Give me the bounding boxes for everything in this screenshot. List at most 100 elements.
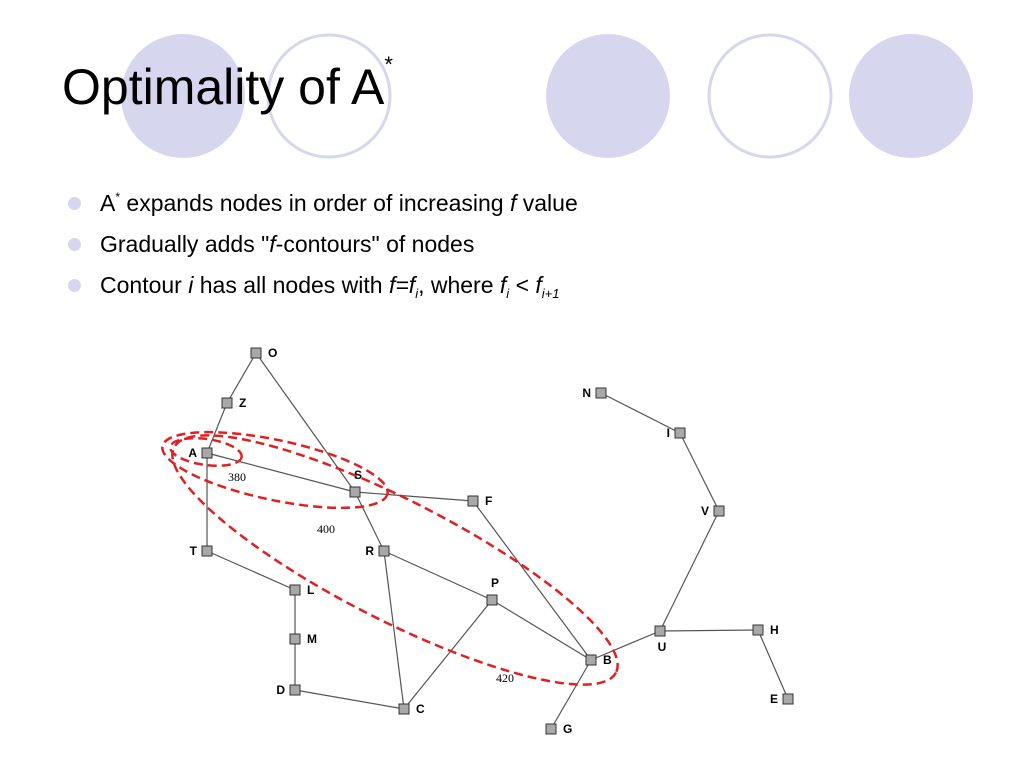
bullet-dot-icon — [68, 279, 81, 292]
node-label-M: M — [307, 632, 317, 646]
node-label-A: A — [188, 446, 197, 460]
node-label-Z: Z — [239, 396, 246, 410]
edge-Z-A — [206, 402, 228, 454]
node-label-E: E — [770, 692, 778, 706]
deco-circle-outline-2 — [707, 33, 833, 159]
node-label-D: D — [276, 683, 285, 697]
node-S — [349, 486, 361, 498]
node-label-T: T — [190, 544, 198, 558]
node-O — [250, 347, 262, 359]
bullet-2-f: f — [269, 231, 276, 257]
bullet-3-f1: f — [499, 272, 507, 298]
node-label-G: G — [563, 722, 572, 736]
title-superscript: * — [384, 52, 393, 77]
bullet-3-f-eq: f=f — [388, 272, 416, 298]
deco-circle-outline-1 — [266, 33, 392, 159]
node-label-U: U — [658, 640, 667, 654]
edge-U-V — [659, 510, 720, 632]
bullet-1-star: * — [115, 190, 121, 204]
node-label-O: O — [268, 346, 277, 360]
slide-title: Optimality of A* — [62, 54, 393, 115]
edge-P-B — [491, 599, 592, 661]
node-U — [654, 625, 666, 637]
bullet-3-text-b: has all nodes with — [193, 272, 389, 298]
bullet-3-sub-i: i — [415, 286, 419, 301]
edge-O-S — [255, 352, 356, 493]
edge-P-C — [403, 599, 493, 710]
edge-A-S — [206, 452, 356, 493]
edge-R-P — [383, 550, 493, 601]
node-B — [585, 654, 597, 666]
edge-O-Z — [226, 352, 257, 404]
bullet-item-2: Gradually adds "f-contours" of nodes — [68, 224, 578, 265]
node-label-F: F — [485, 494, 492, 508]
node-T — [201, 545, 213, 557]
node-C — [398, 703, 410, 715]
contour-cost-labels: 380 400 420 — [228, 470, 514, 685]
edge-I-N — [600, 392, 681, 434]
bullet-1-text-a: A — [100, 190, 116, 216]
node-label-I: I — [667, 426, 670, 440]
bullet-1-text-c: value — [516, 190, 578, 216]
node-I — [674, 427, 686, 439]
node-R — [378, 545, 390, 557]
f-contours — [161, 430, 619, 686]
node-N — [595, 387, 607, 399]
bullet-3-lt: < — [509, 272, 536, 298]
node-D — [289, 684, 301, 696]
bullet-2-text-a: Gradually adds " — [100, 231, 270, 257]
node-label-H: H — [770, 623, 779, 637]
title-text: Optimality of A — [62, 59, 385, 115]
bullet-item-3: Contour i has all nodes with f=fi, where… — [68, 265, 578, 306]
bullet-3-text-a: Contour — [100, 272, 189, 298]
edge-F-B — [472, 500, 592, 661]
contour-420 — [171, 434, 619, 686]
bullet-item-1: A* expands nodes in order of increasing … — [68, 183, 578, 224]
node-P — [486, 594, 498, 606]
bullet-3-i: i — [188, 272, 194, 298]
cost-label-380: 380 — [228, 470, 246, 484]
bullet-dot-icon — [68, 197, 81, 210]
node-label-B: B — [603, 653, 612, 667]
bullet-list: A* expands nodes in order of increasing … — [68, 183, 578, 306]
deco-circle-filled-1 — [121, 34, 245, 158]
bullet-dot-icon — [68, 238, 81, 251]
edge-V-I — [679, 432, 720, 512]
bullet-3-sub-i1: i+1 — [541, 286, 560, 301]
edge-U-H — [659, 629, 759, 632]
deco-circle-filled-3 — [849, 34, 973, 158]
bullet-3-text-c: , where — [418, 272, 500, 298]
cost-label-400: 400 — [317, 522, 335, 536]
node-F — [467, 495, 479, 507]
node-H — [752, 624, 764, 636]
edge-S-F — [354, 491, 474, 502]
edge-B-G — [550, 659, 592, 730]
node-A — [201, 447, 213, 459]
contour-400 — [161, 430, 389, 510]
contour-380 — [169, 436, 243, 468]
node-M — [289, 633, 301, 645]
edge-D-C — [294, 689, 405, 710]
bullet-1-f: f — [509, 190, 517, 216]
cost-label-420: 420 — [496, 671, 514, 685]
deco-circle-filled-2 — [546, 34, 670, 158]
edge-B-U — [590, 630, 661, 661]
bullet-2-text-b: -contours" of nodes — [275, 231, 475, 257]
node-label-C: C — [416, 702, 425, 716]
edge-T-L — [206, 550, 296, 591]
edge-S-R — [354, 491, 385, 552]
node-Z — [221, 397, 233, 409]
node-label-V: V — [701, 504, 709, 518]
edge-R-C — [383, 550, 405, 710]
node-V — [713, 505, 725, 517]
edge-H-E — [757, 629, 789, 700]
bullet-1-text-b: expands nodes in order of increasing — [120, 190, 510, 216]
bullet-3-f2: f — [535, 272, 542, 298]
node-label-R: R — [365, 544, 374, 558]
node-E — [782, 693, 794, 705]
node-G — [545, 723, 557, 735]
node-label-P: P — [491, 576, 499, 590]
